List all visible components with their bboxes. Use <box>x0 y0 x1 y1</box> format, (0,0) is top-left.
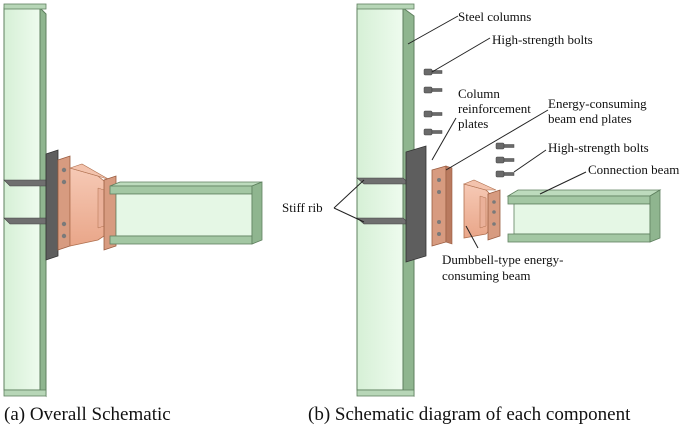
beam-end-plate-a <box>103 175 117 251</box>
label-end-plates-2: beam end plates <box>548 111 632 126</box>
label-stiff-rib: Stiff rib <box>282 200 323 215</box>
overall-schematic <box>3 3 263 398</box>
column-reinforcement-plate-b <box>405 145 427 263</box>
label-column-reinforcement-plates-1: Column <box>458 86 500 101</box>
caption-a: (a) Overall Schematic <box>4 404 171 425</box>
label-high-strength-bolts-top: High-strength bolts <box>492 32 593 47</box>
component-schematic: Steel columns High-strength bolts Column… <box>282 3 679 397</box>
connection-beam-b <box>506 189 662 243</box>
label-high-strength-bolts-right: High-strength bolts <box>548 140 649 155</box>
label-steel-columns: Steel columns <box>458 9 531 24</box>
dumbbell-beam-b <box>463 179 501 241</box>
label-dumbbell-beam-2: consuming beam <box>442 268 530 283</box>
label-dumbbell-beam-1: Dumbbell-type energy- <box>442 252 563 267</box>
stiff-rib-b <box>356 177 411 225</box>
label-column-reinforcement-plates-2: reinforcement <box>458 101 531 116</box>
label-column-reinforcement-plates-3: plates <box>458 116 488 131</box>
high-strength-bolts-right-group <box>495 142 515 178</box>
connection-beam-a <box>109 181 263 245</box>
end-plate-bolts-a <box>61 167 67 239</box>
label-connection-beam: Connection beam <box>588 162 679 177</box>
caption-b: (b) Schematic diagram of each component <box>308 404 631 425</box>
steel-column-b <box>356 3 415 397</box>
high-strength-bolts-left-group <box>423 68 443 136</box>
steel-column-a <box>3 3 47 398</box>
dumbbell-beam-a <box>68 163 111 247</box>
label-end-plates-1: Energy-consuming <box>548 96 647 111</box>
energy-consuming-end-plate-b <box>431 165 453 247</box>
leader-lines <box>333 15 587 249</box>
column-reinforcement-plate-a <box>45 149 59 261</box>
